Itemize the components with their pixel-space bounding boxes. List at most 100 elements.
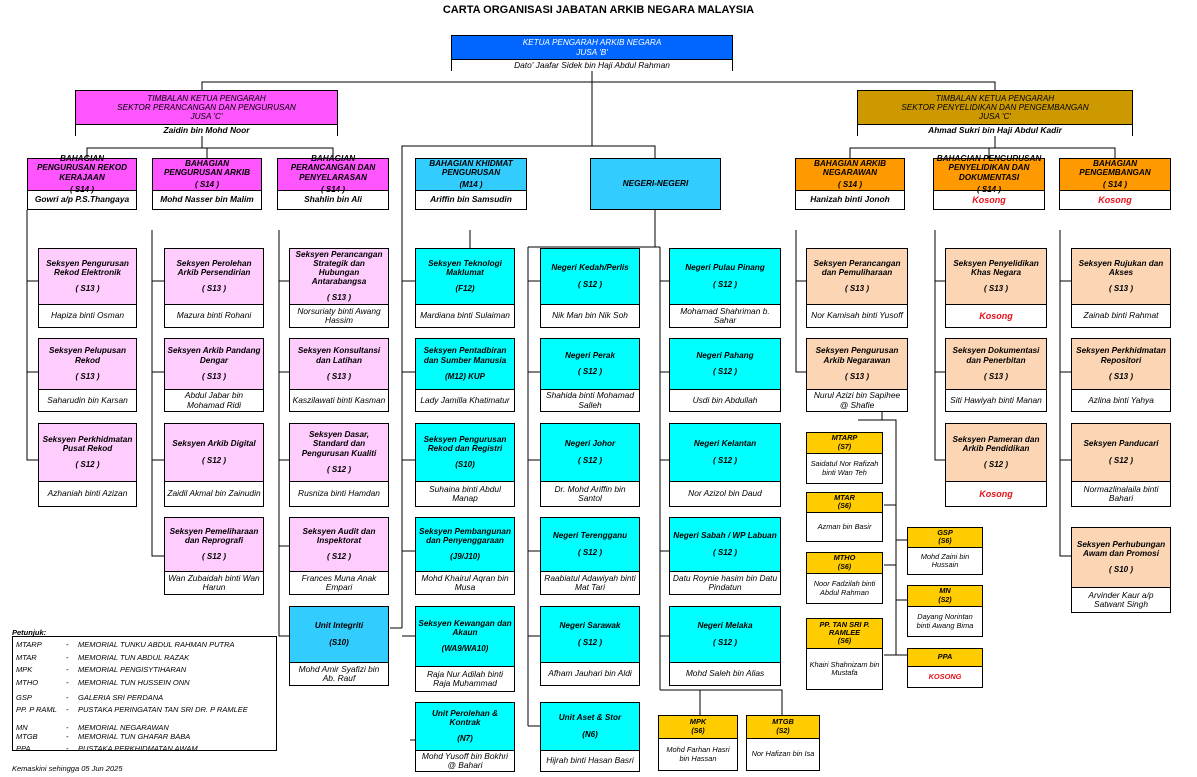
legend-row: MPK-MEMORIAL PENGISYTIHARAN (16, 665, 274, 674)
legend-desc: MEMORIAL NEGARAWAN (78, 723, 169, 732)
unit-head-name: Zaidil Akmal bin Zainudin (165, 482, 263, 506)
unit-head-name: Kosong (946, 305, 1046, 327)
tkp2-line1: TIMBALAN KETUA PENGARAH (935, 93, 1055, 103)
section-seksyen-perancangan-strategik-dan-hubungan-antarabangsa: Seksyen Perancangan Strategik dan Hubung… (289, 248, 389, 328)
legend-dash: - (66, 693, 69, 702)
unit-grade: ( S14 ) (976, 184, 1001, 194)
tkp1-name: Zaidin bin Mohd Noor (76, 125, 337, 136)
unit-grade: (S2) (776, 727, 790, 735)
section-unit-aset-stor: Unit Aset & Stor(N6)Hijrah binti Hasan B… (540, 702, 640, 772)
unit-grade: (S6) (938, 538, 952, 546)
unit-head-name: Hapiza binti Osman (39, 305, 136, 327)
unit-grade: (S6) (691, 727, 705, 735)
unit-title: PP. TAN SRI P. RAMLEE (819, 619, 870, 638)
tkp1-line1: TIMBALAN KETUA PENGARAH (147, 93, 266, 103)
section-seksyen-rujukan-dan-akses: Seksyen Rujukan dan Akses( S13 )Zainab b… (1071, 248, 1171, 328)
legend-desc: MEMORIAL PENGISYTIHARAN (78, 665, 187, 674)
legend-dash: - (66, 705, 69, 714)
unit-title: BAHAGIAN PENGURUSAN REKOD KERAJAAN (36, 154, 128, 182)
unit-title: Negeri Terengganu (552, 531, 628, 541)
memorial-gsp: GSP(S6)Mohd Zaini bin Hussain (907, 527, 983, 575)
unit-title: GSP (937, 527, 953, 537)
unit-grade: (F12) (455, 284, 475, 294)
unit-grade: ( S14 ) (1102, 180, 1127, 190)
unit-grade: ( S12 ) (712, 637, 737, 647)
legend-row: MTARP-MEMORIAL TUNKU ABDUL RAHMAN PUTRA (16, 640, 274, 649)
unit-grade: ( S10 ) (1108, 565, 1133, 575)
unit-title: BAHAGIAN PENGURUSAN ARKIB (163, 158, 251, 178)
section-unit-integriti: Unit Integriti(S10)Mohd Amir Syafizi bin… (289, 606, 389, 686)
unit-title: Seksyen Pemeliharaan dan Reprografi (169, 526, 259, 546)
memorial-mpk: MPK(S6)Mohd Farhan Hasri bin Hassan (658, 715, 738, 771)
unit-head-name: Usdi bin Abdullah (670, 390, 780, 411)
unit-head-name: Mohd Saleh bin Alias (670, 663, 780, 685)
tkp1-line2: SEKTOR PERANCANGAN DAN PENGURUSAN (117, 102, 296, 112)
unit-head-name: Azman bin Basir (807, 513, 882, 541)
section-negeri-sabah-wp-labuan: Negeri Sabah / WP Labuan ( S12 ) Datu Royn… (669, 517, 781, 595)
unit-head-name: Kosong (1060, 191, 1170, 209)
unit-head-name: Dr. Mohd Ariffin bin Santol (541, 482, 639, 506)
legend-desc: MEMORIAL TUNKU ABDUL RAHMAN PUTRA (78, 640, 235, 649)
unit-title: Seksyen Pengurusan Rekod dan Registri (423, 434, 507, 454)
unit-grade: ( S13 ) (201, 284, 226, 294)
unit-title: Seksyen Pembangunan dan Penyenggaraan (419, 526, 511, 546)
unit-head-name: Nik Man bin Nik Soh (541, 305, 639, 327)
section-negeri-terengganu: Negeri Terengganu( S12 )Raabiatul Adawiy… (540, 517, 640, 595)
memorial-mn: MN(S2)Dayang Norintan binti Awang Bima (907, 585, 983, 637)
unit-head-name: Shahida binti Mohamad Salleh (541, 390, 639, 411)
legend-row: PPA-PUSTAKA PERKHIDMATAN AWAM (16, 744, 274, 753)
unit-head-name: Ariffin bin Samsudin (416, 191, 526, 209)
unit-title: Seksyen Arkib Pandang Dengar (167, 346, 261, 365)
unit-grade: ( S14 ) (69, 184, 94, 194)
unit-grade: ( S12 ) (577, 637, 602, 647)
unit-title: Seksyen Perancangan dan Pemuliharaan (813, 258, 901, 278)
tkp-penyelidikan-box: TIMBALAN KETUA PENGARAH SEKTOR PENYELIDI… (857, 90, 1133, 136)
section-seksyen-pembangunan-dan-penyenggaraan: Seksyen Pembangunan dan Penyenggaraan(J9… (415, 517, 515, 595)
unit-grade: ( S14 ) (320, 184, 345, 194)
legend-row: MN-MEMORIAL NEGARAWAN (16, 723, 274, 732)
unit-grade: (S2) (938, 596, 952, 604)
unit-grade: ( S13 ) (844, 284, 869, 294)
unit-title: Seksyen Perkhidmatan Repositori (1076, 346, 1166, 365)
unit-grade: ( S13 ) (844, 371, 869, 381)
section-seksyen-panducari: Seksyen Panducari( S12 )Normazlinalaila … (1071, 423, 1171, 507)
unit-head-name: Mohamad Shahriman b. Sahar (670, 305, 780, 327)
unit-title: BAHAGIAN ARKIB NEGARAWAN (813, 158, 887, 178)
unit-head-name: Saharudin bin Karsan (39, 390, 136, 411)
unit-head-name: Wan Zubaidah binti Wan Harun (165, 572, 263, 594)
section-seksyen-arkib-digital: Seksyen Arkib Digital( S12 )Zaidil Akmal… (164, 423, 264, 507)
unit-title: Negeri Sarawak (559, 621, 621, 631)
unit-grade: ( S12 ) (201, 552, 226, 562)
unit-head-name: Normazlinalaila binti Bahari (1072, 482, 1170, 506)
unit-title: Seksyen Pengurusan Arkib Negarawan (815, 346, 899, 365)
unit-title: Negeri Sabah / WP Labuan (673, 531, 777, 541)
section-seksyen-pengurusan-arkib-negarawan: Seksyen Pengurusan Arkib Negarawan ( S13 … (806, 338, 908, 412)
tkp-perancangan-box: TIMBALAN KETUA PENGARAH SEKTOR PERANCANG… (75, 90, 338, 136)
unit-grade: ( S12 ) (712, 279, 737, 289)
unit-head-name: Kaszilawati binti Kasman (290, 390, 388, 411)
unit-title: MTAR (834, 492, 855, 502)
unit-title: Negeri Kelantan (693, 439, 757, 449)
unit-grade: (S6) (837, 563, 852, 571)
unit-grade: ( S13 ) (75, 371, 100, 381)
unit-title: Seksyen Dasar, Standard dan Pengurusan K… (301, 430, 377, 458)
legend-desc: GALERIA SRI PERDANA (78, 693, 164, 702)
unit-title: MN (939, 586, 951, 596)
unit-grade: (S10) (455, 460, 475, 470)
unit-head-name: Kosong (934, 191, 1044, 209)
unit-head-name: Mohd Amir Syafizi bin Ab. Rauf (290, 663, 388, 685)
section-seksyen-kewangan-dan-akaun: Seksyen Kewangan dan Akaun(WA9/WA10)Raja… (415, 606, 515, 692)
unit-title: BAHAGIAN KHIDMAT PENGURUSAN (429, 158, 513, 178)
unit-head-name: Datu Roynie hasim bin Datu Pindatun (670, 572, 780, 594)
unit-title: Seksyen Panducari (1083, 439, 1159, 449)
unit-title: Seksyen Pengurusan Rekod Elektronik (46, 258, 129, 278)
unit-head-name: Arvinder Kaur a/p Satwant Singh (1072, 588, 1170, 612)
unit-title: Negeri Pahang (696, 350, 754, 360)
unit-title: Seksyen Pelupusan Rekod (49, 346, 126, 365)
section-seksyen-dasar-standard-dan-pengurusan-kualiti: Seksyen Dasar, Standard dan Pengurusan K… (289, 423, 389, 507)
unit-grade: ( S12 ) (712, 547, 737, 557)
section-seksyen-dokumentasi-dan-penerbitan: Seksyen Dokumentasi dan Penerbitan( S13 … (945, 338, 1047, 412)
unit-grade: ( S13 ) (75, 284, 100, 294)
unit-grade: (S7) (837, 443, 852, 451)
section-seksyen-teknologi-maklumat: Seksyen Teknologi Maklumat(F12)Mardiana … (415, 248, 515, 328)
